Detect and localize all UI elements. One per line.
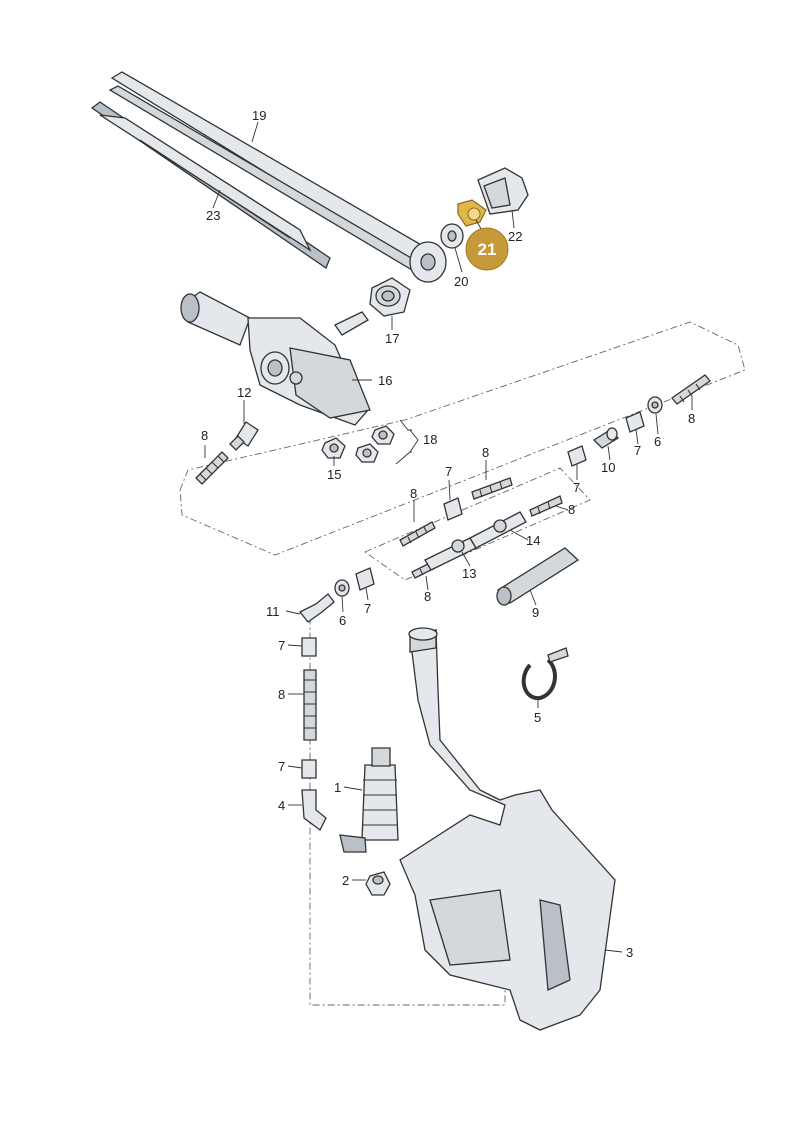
connector-14 (469, 511, 527, 549)
grommet-2 (365, 871, 391, 896)
nut-18b (355, 443, 379, 463)
label-21: 21 (478, 240, 497, 259)
clip-6a (647, 396, 663, 414)
hose-8-mid3 (529, 495, 563, 517)
label-8e: 8 (688, 411, 695, 426)
grommet-17 (369, 277, 411, 317)
coupling-7f (301, 759, 317, 779)
label-6a: 6 (654, 434, 661, 449)
label-3: 3 (626, 945, 633, 960)
label-6b: 6 (339, 613, 346, 628)
hose-8-left (195, 451, 229, 485)
label-8c: 8 (410, 486, 417, 501)
label-23: 23 (206, 208, 220, 223)
highlight-badge (465, 227, 509, 271)
label-9: 9 (532, 605, 539, 620)
clamp-5 (521, 647, 569, 701)
washer-reservoir (399, 627, 616, 1031)
hose-8-mid1 (471, 477, 513, 500)
coupling-7c (443, 497, 463, 521)
protective-sleeve-9 (496, 547, 580, 606)
hose-route-inner (364, 467, 591, 581)
label-8a: 8 (201, 428, 208, 443)
label-2: 2 (342, 873, 349, 888)
wiper-motor (180, 291, 371, 426)
wiper-blade (90, 101, 331, 269)
elbow-11 (298, 593, 335, 623)
nut-18a (371, 425, 395, 445)
coupling-7d (355, 567, 375, 591)
label-7f: 7 (278, 759, 285, 774)
label-1: 1 (334, 780, 341, 795)
label-12: 12 (237, 385, 251, 400)
washer-pump-1 (339, 747, 399, 853)
coupling-7a (567, 445, 587, 467)
label-14: 14 (526, 533, 540, 548)
label-16: 16 (378, 373, 392, 388)
nut-21 (457, 199, 487, 227)
label-8g: 8 (278, 687, 285, 702)
label-20: 20 (454, 274, 468, 289)
label-18: 18 (423, 432, 437, 447)
label-10: 10 (601, 460, 615, 475)
label-17: 17 (385, 331, 399, 346)
coupling-7e (301, 637, 317, 657)
hose-8-mid2 (399, 521, 436, 547)
hose-route-outline (179, 321, 746, 556)
connector-12 (229, 421, 259, 451)
cover-cap-22 (477, 167, 529, 215)
washer-20 (440, 223, 464, 249)
leader-lines (204, 121, 693, 953)
coupling-7b (625, 411, 645, 433)
clip-6b (334, 579, 350, 597)
label-7a: 7 (445, 464, 452, 479)
label-11: 11 (266, 604, 280, 619)
label-15: 15 (327, 467, 341, 482)
label-5: 5 (534, 710, 541, 725)
label-8d: 8 (568, 502, 575, 517)
hose-8-right (671, 374, 711, 405)
label-22: 22 (508, 229, 522, 244)
label-4: 4 (278, 798, 285, 813)
connector-10 (592, 427, 620, 449)
hose-8-vertical (303, 669, 317, 741)
part-labels: 19 23 20 22 17 16 12 8 15 18 7 8 8 8 7 1… (201, 108, 695, 960)
label-8f: 8 (424, 589, 431, 604)
label-7c: 7 (634, 443, 641, 458)
highlight-callout-21[interactable]: 21 (465, 219, 509, 271)
label-13: 13 (462, 566, 476, 581)
wiper-arm (108, 71, 447, 283)
label-7e: 7 (278, 638, 285, 653)
label-19: 19 (252, 108, 266, 123)
label-7b: 7 (573, 480, 580, 495)
label-8b: 8 (482, 445, 489, 460)
label-7d: 7 (364, 601, 371, 616)
elbow-4 (301, 789, 327, 831)
nut-15 (321, 437, 346, 459)
